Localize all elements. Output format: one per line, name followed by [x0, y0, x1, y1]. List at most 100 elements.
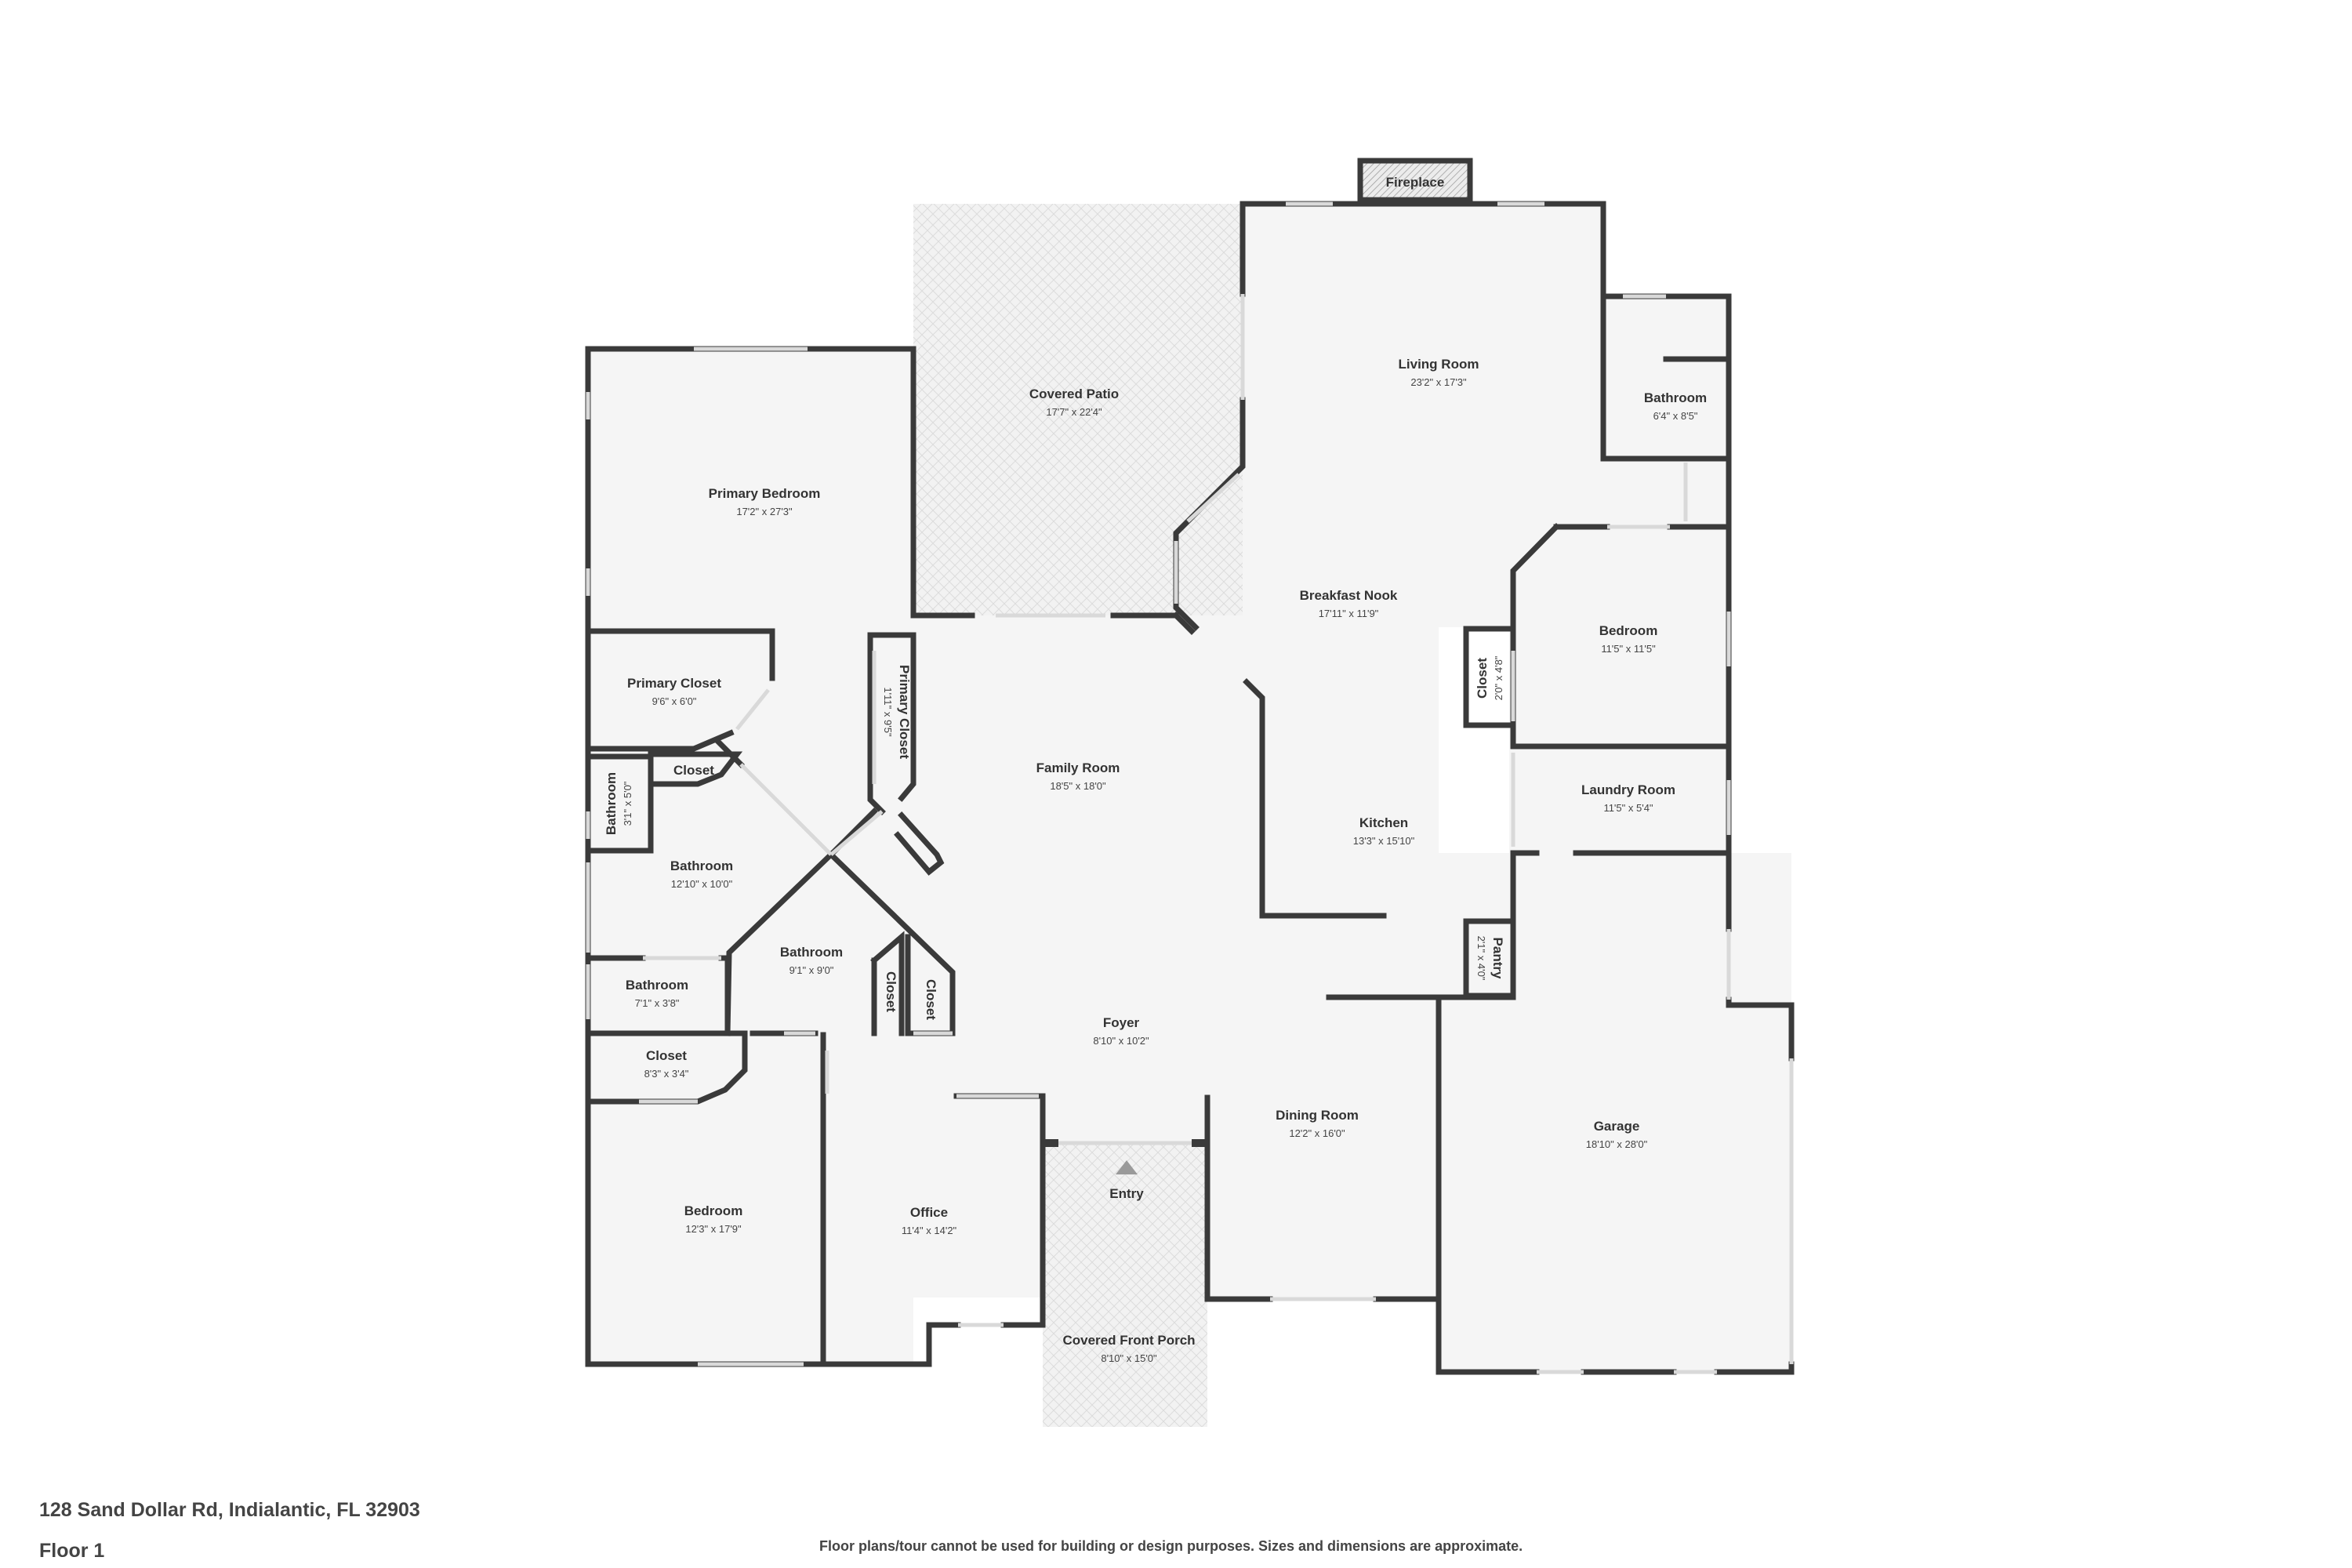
- svg-text:23'2" x 17'3": 23'2" x 17'3": [1410, 376, 1467, 388]
- room-label-bathroom-ne: Bathroom 6'4" x 8'5": [1644, 390, 1707, 422]
- windows: [586, 201, 1794, 1374]
- svg-text:Primary Closet: Primary Closet: [627, 676, 721, 691]
- svg-text:Garage: Garage: [1594, 1119, 1640, 1134]
- svg-text:8'10" x 10'2": 8'10" x 10'2": [1093, 1035, 1149, 1047]
- room-label-kitchen: Kitchen 13'3" x 15'10": [1353, 815, 1415, 847]
- svg-text:17'2" x 27'3": 17'2" x 27'3": [736, 506, 793, 517]
- room-label-living-room: Living Room 23'2" x 17'3": [1399, 357, 1479, 388]
- floor-label: Floor 1: [39, 1540, 105, 1562]
- wall-primary-bedroom-outer: [585, 346, 916, 1367]
- room-label-bathroom-hall: Bathroom 9'1" x 9'0": [780, 945, 843, 976]
- property-address: 128 Sand Dollar Rd, Indialantic, FL 3290…: [39, 1499, 420, 1521]
- room-label-covered-front-porch: Covered Front Porch 8'10" x 15'0": [1062, 1333, 1195, 1364]
- room-label-foyer: Foyer 8'10" x 10'2": [1093, 1015, 1149, 1047]
- wall-nook-corner: [1172, 612, 1196, 635]
- window: [735, 688, 770, 731]
- svg-text:3'1" x 5'0": 3'1" x 5'0": [622, 781, 633, 826]
- wall-bath-ne-inner: [1663, 356, 1732, 527]
- svg-text:11'4" x 14'2": 11'4" x 14'2": [902, 1225, 957, 1236]
- svg-text:8'3" x 3'4": 8'3" x 3'4": [644, 1068, 689, 1080]
- svg-text:2'1" x 4'0": 2'1" x 4'0": [1475, 936, 1487, 981]
- svg-text:17'11" x 11'9": 17'11" x 11'9": [1319, 608, 1379, 619]
- room-label-closet-small: Closet: [673, 763, 714, 778]
- svg-text:Entry: Entry: [1109, 1186, 1144, 1201]
- room-label-bathroom-primary: Bathroom 12'10" x 10'0": [670, 858, 733, 890]
- room-label-family-room: Family Room 18'5" x 18'0": [1036, 760, 1120, 792]
- room-labels: Fireplace Covered Patio 17'7" x 22'4" Li…: [604, 175, 1707, 1364]
- svg-text:Kitchen: Kitchen: [1359, 815, 1408, 830]
- svg-text:Dining Room: Dining Room: [1276, 1108, 1359, 1123]
- room-label-closet-hall-2: Closet: [924, 979, 938, 1020]
- room-label-entry: Entry: [1109, 1186, 1144, 1201]
- wall-bedroom-east: [1510, 521, 1732, 856]
- svg-text:Closet: Closet: [1475, 658, 1490, 699]
- wall-closet-diag-2: [894, 811, 945, 876]
- svg-text:Fireplace: Fireplace: [1386, 175, 1445, 190]
- fireplace-box: [1357, 158, 1473, 203]
- front-porch-floor: [1043, 1143, 1207, 1427]
- svg-text:11'5" x 11'5": 11'5" x 11'5": [1601, 643, 1656, 655]
- room-label-closet-bedroom: Closet 8'3" x 3'4": [644, 1048, 689, 1080]
- room-label-laundry-room: Laundry Room 11'5" x 5'4": [1581, 782, 1675, 814]
- room-label-breakfast-nook: Breakfast Nook 17'11" x 11'9": [1300, 588, 1398, 619]
- east-rooms-floor: [1509, 524, 1729, 853]
- wall-closet-hall-1: [870, 931, 905, 1036]
- svg-text:9'6" x 6'0": 9'6" x 6'0": [652, 695, 697, 707]
- svg-text:18'10" x 28'0": 18'10" x 28'0": [1586, 1138, 1648, 1150]
- svg-text:Closet: Closet: [673, 763, 714, 778]
- room-label-primary-closet-1: Primary Closet 9'6" x 6'0": [627, 676, 721, 707]
- svg-text:Closet: Closet: [924, 979, 938, 1020]
- svg-text:11'5" x 5'4": 11'5" x 5'4": [1603, 802, 1653, 814]
- primary-bedroom-floor: [588, 349, 913, 631]
- room-label-office: Office 11'4" x 14'2": [902, 1205, 957, 1236]
- svg-text:Bathroom: Bathroom: [626, 978, 688, 993]
- east-bathroom-floor: [1603, 296, 1729, 524]
- garage-floor: [1439, 853, 1791, 1372]
- svg-text:Bathroom: Bathroom: [604, 772, 619, 835]
- svg-text:13'3" x 15'10": 13'3" x 15'10": [1353, 835, 1415, 847]
- window: [829, 810, 884, 856]
- entry-arrow-icon: [1116, 1160, 1138, 1174]
- svg-text:Laundry Room: Laundry Room: [1581, 782, 1675, 797]
- covered-patio-floor: [913, 204, 1243, 615]
- room-label-bathroom-narrow: Bathroom 3'1" x 5'0": [604, 772, 633, 835]
- svg-text:9'1" x 9'0": 9'1" x 9'0": [789, 964, 834, 976]
- wall-kitchen-island: [1243, 678, 1387, 919]
- west-wing-floor: [588, 631, 913, 1364]
- window: [1186, 473, 1240, 523]
- svg-text:Primary Closet: Primary Closet: [897, 665, 912, 759]
- svg-text:Office: Office: [910, 1205, 948, 1220]
- room-label-covered-patio: Covered Patio 17'7" x 22'4": [1029, 387, 1119, 418]
- svg-text:Family Room: Family Room: [1036, 760, 1120, 775]
- svg-text:Breakfast Nook: Breakfast Nook: [1300, 588, 1398, 603]
- svg-text:Pantry: Pantry: [1490, 938, 1505, 979]
- svg-text:Foyer: Foyer: [1103, 1015, 1140, 1030]
- svg-text:7'1" x 3'8": 7'1" x 3'8": [635, 997, 680, 1009]
- svg-text:Bathroom: Bathroom: [780, 945, 843, 960]
- room-label-pantry: Pantry 2'1" x 4'0": [1475, 936, 1505, 981]
- svg-text:Bathroom: Bathroom: [670, 858, 733, 873]
- svg-text:12'10" x 10'0": 12'10" x 10'0": [671, 878, 733, 890]
- room-label-closet-east: Closet 2'0" x 4'8": [1475, 655, 1504, 700]
- svg-text:Closet: Closet: [646, 1048, 687, 1063]
- wall-dining: [1204, 1094, 1442, 1302]
- walls: [585, 201, 1795, 1375]
- svg-text:Covered Front Porch: Covered Front Porch: [1062, 1333, 1195, 1348]
- room-label-primary-closet-2: Primary Closet 1'11" x 9'5": [882, 665, 912, 759]
- svg-text:6'4" x 8'5": 6'4" x 8'5": [1653, 410, 1698, 422]
- svg-text:Primary Bedroom: Primary Bedroom: [709, 486, 821, 501]
- room-label-garage: Garage 18'10" x 28'0": [1586, 1119, 1648, 1150]
- svg-text:Living Room: Living Room: [1399, 357, 1479, 372]
- room-label-fireplace: Fireplace: [1386, 175, 1445, 190]
- svg-text:2'0" x 4'8": 2'0" x 4'8": [1493, 655, 1504, 700]
- wall-garage: [1436, 850, 1795, 1375]
- svg-text:8'10" x 15'0": 8'10" x 15'0": [1101, 1352, 1157, 1364]
- room-label-bedroom-east: Bedroom 11'5" x 11'5": [1599, 623, 1658, 655]
- entry-door: [1043, 1139, 1207, 1174]
- wall-primary-bath: [585, 751, 743, 854]
- wall-closet-east: [1463, 626, 1516, 728]
- disclaimer-text: Floor plans/tour cannot be used for buil…: [819, 1538, 1523, 1554]
- svg-text:17'7" x 22'4": 17'7" x 22'4": [1046, 406, 1102, 418]
- room-label-closet-hall-1: Closet: [884, 971, 898, 1012]
